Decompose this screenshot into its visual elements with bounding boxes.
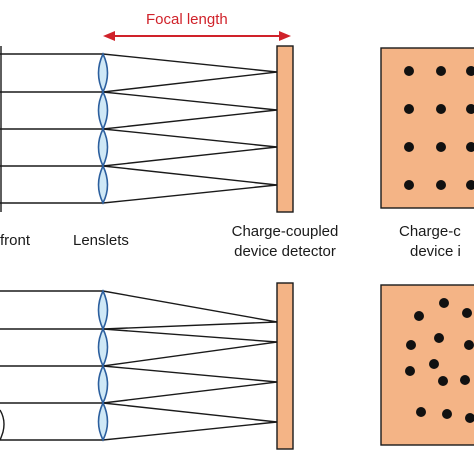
top-focusing-rays [102,53,278,204]
focal-spot [466,142,474,152]
bottom-spot-pattern [405,298,474,423]
focal-spot [404,104,414,114]
bottom-focusing-rays [102,290,278,441]
lenslet [97,289,109,331]
wavefront-label: front [0,232,31,249]
top-incoming-rays [0,53,103,204]
focal-spot [462,308,472,318]
bottom-wavefront-edge [0,409,5,441]
focal-length-arrow [103,31,291,41]
ccd-detector-label: Charge-coupled device detector [220,222,350,262]
focal-spot [405,366,415,376]
lenslet [97,52,109,94]
lenslet [97,164,109,205]
focal-spot [466,180,474,190]
top-spot-pattern [404,66,474,190]
lenslet [97,364,109,405]
top-lenslet-array [97,52,109,205]
focal-spot [414,311,424,321]
ccd-image-label-line2: device i [410,243,461,260]
focal-spot [464,340,474,350]
focal-spot [439,298,449,308]
focal-spot [438,376,448,386]
focal-spot [406,340,416,350]
focal-spot [436,180,446,190]
ccd-image-label: Charge-c device i [399,222,461,262]
ccd-image-label-line1: Charge-c [399,223,461,240]
top-ccd-detector [276,45,294,213]
focal-spot [442,409,452,419]
focal-spot [466,66,474,76]
focal-spot [465,413,474,423]
focal-spot [429,359,439,369]
ccd-detector-label-line1: Charge-coupled [231,223,339,240]
focal-spot [416,407,426,417]
focal-spot [404,180,414,190]
lenslet [97,401,109,442]
bottom-incoming-rays [0,290,103,441]
bottom-ccd-detector [276,282,294,450]
focal-spot [436,66,446,76]
bottom-lenslet-array [97,289,109,442]
focal-length-label: Focal length [146,11,228,28]
focal-spot [434,333,444,343]
focal-spot [466,104,474,114]
lenslets-label: Lenslets [73,232,129,249]
lenslet [97,90,109,131]
ccd-detector-label-line2: device detector [234,243,336,260]
focal-spot [460,375,470,385]
focal-spot [404,66,414,76]
focal-spot [436,142,446,152]
lenslet [97,127,109,168]
top-ccd-image [380,47,474,209]
lenslet [97,327,109,368]
bottom-ccd-image [380,284,474,446]
focal-spot [404,142,414,152]
focal-spot [436,104,446,114]
